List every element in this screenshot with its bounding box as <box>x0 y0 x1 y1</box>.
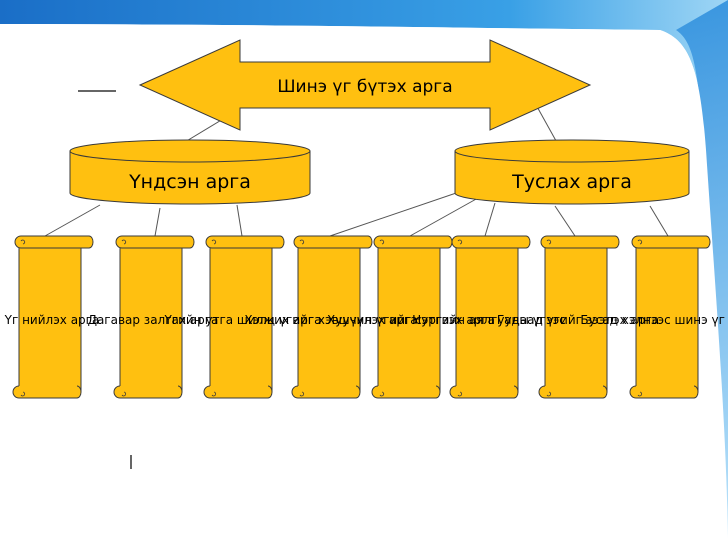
method-scroll <box>113 235 195 399</box>
category-aux-cylinder: Туслах арга <box>454 139 690 205</box>
category-aux-label: Туслах арга <box>511 171 632 193</box>
method-scroll-label: Үгийн утга шилжих арга <box>163 313 321 327</box>
method-scroll <box>449 235 531 399</box>
method-scroll-label: Дагавар залгах арга <box>88 313 219 327</box>
method-scroll-label: Хэлц үгийг хэвшүүлэх арга <box>244 313 417 327</box>
method-scroll <box>12 235 94 399</box>
title-double-arrow: Шинэ үг бүтэх арга <box>138 39 592 131</box>
method-scroll-label: Нутгийн аялгууны үгээс <box>412 313 566 327</box>
title-label: Шинэ үг бүтэх арга <box>277 77 452 97</box>
method-scroll-label: Бусад хэлнээс шинэ үг авах <box>580 313 728 327</box>
method-scroll <box>538 235 620 399</box>
method-scroll-label: Гадаад үгийг зээлэх арга <box>497 313 659 327</box>
method-scroll <box>291 235 373 399</box>
method-scroll-label: Хуучин үгийг сэргээх арга <box>327 313 495 327</box>
method-scroll <box>629 235 711 399</box>
category-main-label: Үндсэн арга <box>128 171 251 193</box>
method-scroll <box>371 235 453 399</box>
method-scroll-label: Үг нийлэх арга <box>4 313 100 327</box>
method-scroll <box>203 235 285 399</box>
category-main-cylinder: Үндсэн арга <box>69 139 311 205</box>
